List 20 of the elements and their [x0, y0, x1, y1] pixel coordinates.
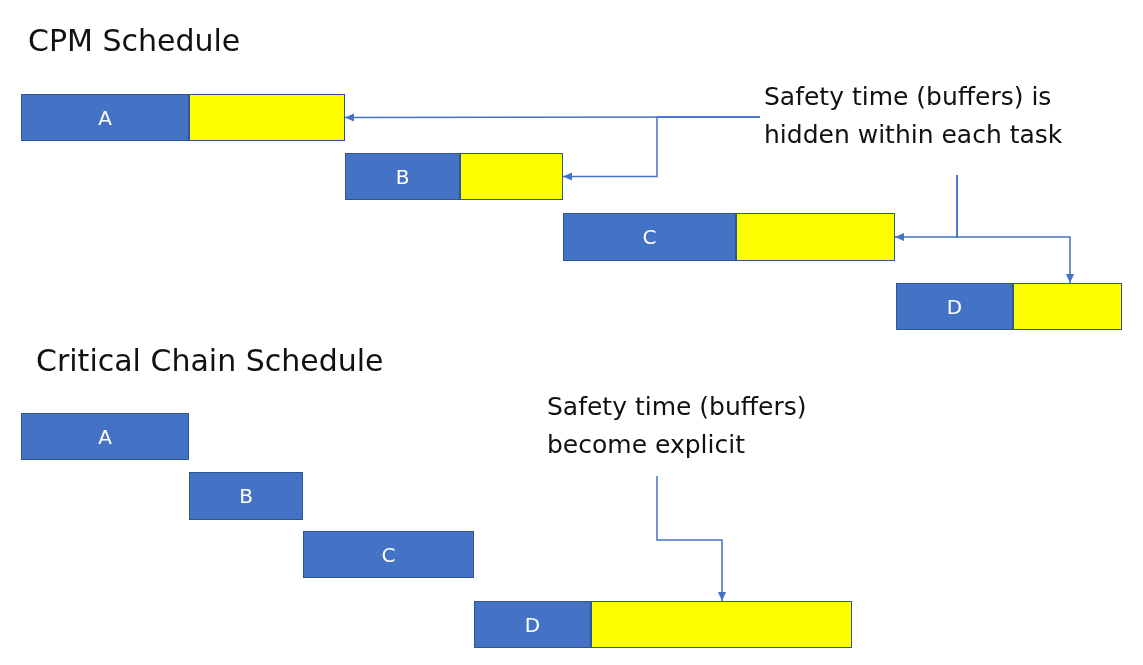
section-heading: CPM Schedule	[28, 22, 241, 60]
buffer-bar	[189, 94, 345, 141]
task-bar: A	[21, 94, 189, 141]
note-text: Safety time (buffers) become explicit	[543, 388, 813, 476]
task-bar: B	[189, 472, 303, 520]
task-bar: C	[563, 213, 736, 261]
buffer-bar	[460, 153, 563, 200]
note-text: Safety time (buffers) is hidden within each task	[760, 78, 1135, 175]
task-bar: D	[896, 283, 1013, 330]
task-bar: D	[474, 601, 591, 648]
task-bar: C	[303, 531, 474, 578]
arrow	[656, 475, 726, 602]
arrow	[562, 116, 761, 181]
buffer-bar	[1013, 283, 1122, 330]
buffer-bar	[736, 213, 895, 261]
section-heading: Critical Chain Schedule	[36, 342, 384, 380]
task-bar: A	[21, 413, 189, 460]
task-bar: B	[345, 153, 460, 200]
buffer-bar	[591, 601, 852, 648]
arrow	[956, 174, 1074, 284]
